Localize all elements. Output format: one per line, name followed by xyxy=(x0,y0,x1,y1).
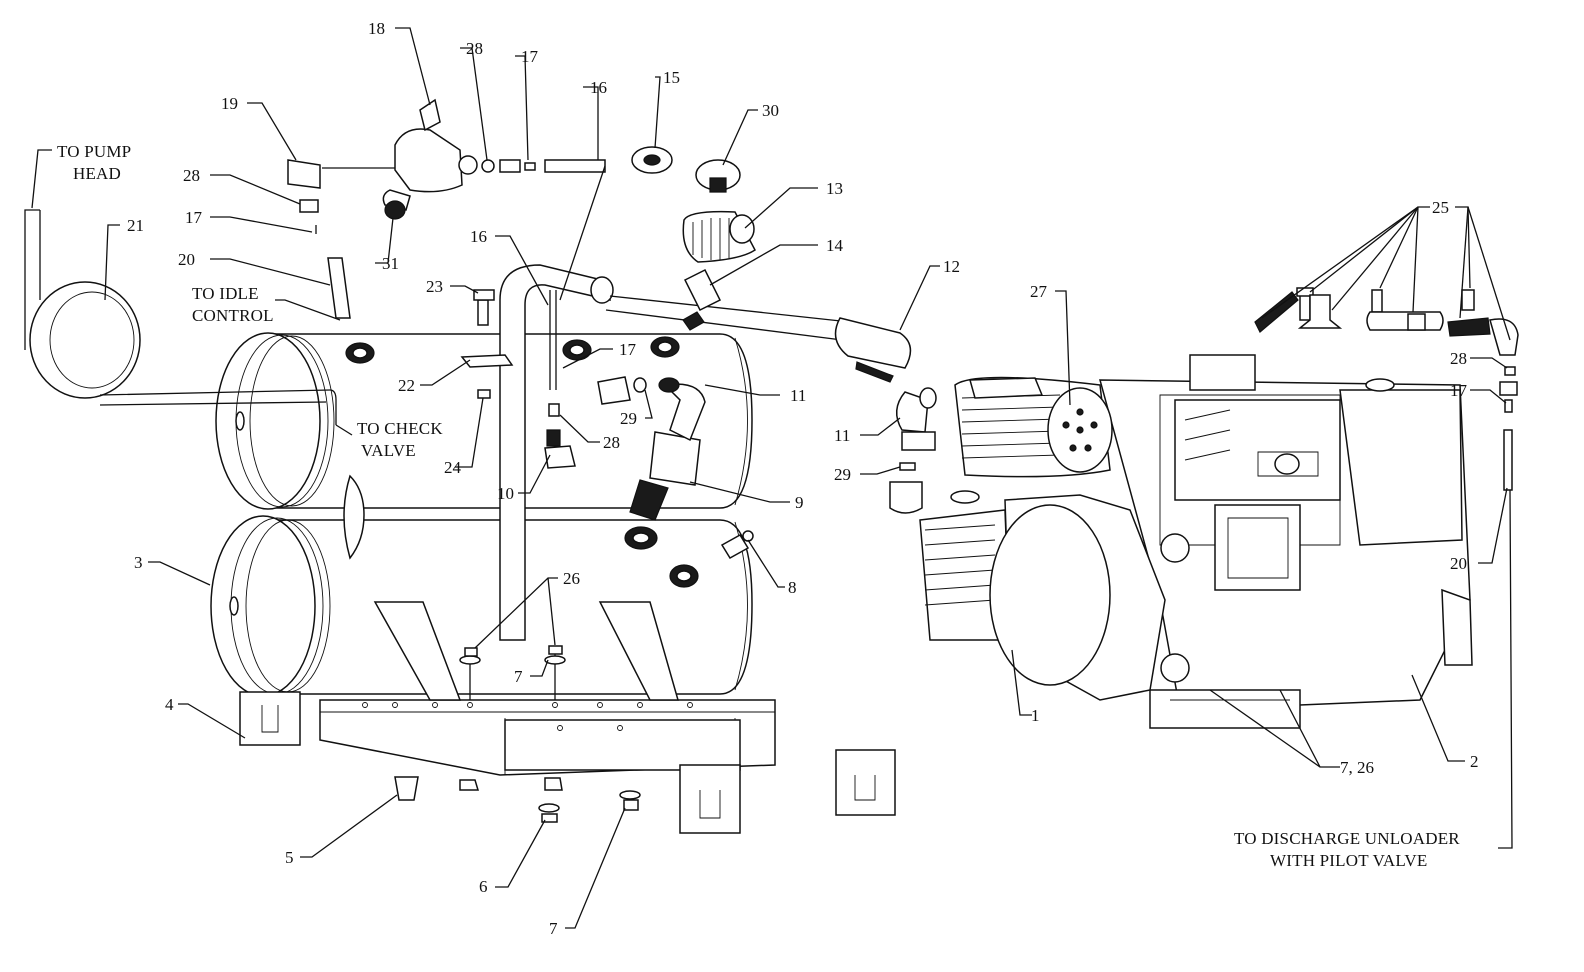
callout-8: 8 xyxy=(788,578,797,597)
label-to-discharge-line2: WITH PILOT VALVE xyxy=(1270,851,1427,870)
callout-numbers: 1 2 3 4 5 6 7 7 7, 26 8 9 10 11 11 12 13… xyxy=(127,19,1479,938)
callout-5: 5 xyxy=(285,848,294,867)
callout-1: 1 xyxy=(1031,706,1040,725)
callout-18: 18 xyxy=(368,19,385,38)
callout-28-right: 28 xyxy=(1450,349,1467,368)
callout-20-right: 20 xyxy=(1450,554,1467,573)
tank-assembly xyxy=(24,98,912,834)
callout-3: 3 xyxy=(134,553,143,572)
callout-17-right: 17 xyxy=(1450,381,1468,400)
callout-22: 22 xyxy=(398,376,415,395)
callout-28-mid: 28 xyxy=(603,433,620,452)
callout-2: 2 xyxy=(1470,752,1479,771)
callout-7-tank: 7 xyxy=(514,667,523,686)
leader-lines xyxy=(31,27,1513,929)
callout-11-pump: 11 xyxy=(834,426,850,445)
callout-13: 13 xyxy=(826,179,843,198)
callout-10: 10 xyxy=(497,484,514,503)
callout-17-left: 17 xyxy=(185,208,203,227)
callout-19: 19 xyxy=(221,94,238,113)
callout-4: 4 xyxy=(165,695,174,714)
callout-7-26-engine: 7, 26 xyxy=(1340,758,1374,777)
label-to-pump-head-line2: HEAD xyxy=(73,164,121,183)
callout-12: 12 xyxy=(943,257,960,276)
callout-16-top: 16 xyxy=(590,78,607,97)
callout-14: 14 xyxy=(826,236,844,255)
label-to-pump-head-line1: TO PUMP xyxy=(57,142,131,161)
callout-24: 24 xyxy=(444,458,462,477)
callout-17-top: 17 xyxy=(521,47,539,66)
callout-6: 6 xyxy=(479,877,488,896)
routing-labels: TO PUMP HEAD TO IDLE CONTROL TO CHECK VA… xyxy=(57,142,1460,870)
callout-26-tank: 26 xyxy=(563,569,580,588)
pump-and-engine xyxy=(889,287,1519,729)
callout-17-mid: 17 xyxy=(619,340,637,359)
callout-23: 23 xyxy=(426,277,443,296)
callout-28-left: 28 xyxy=(183,166,200,185)
callout-15: 15 xyxy=(663,68,680,87)
callout-16-mid: 16 xyxy=(470,227,487,246)
label-to-discharge-line1: TO DISCHARGE UNLOADER xyxy=(1234,829,1460,848)
label-to-idle-control-line1: TO IDLE xyxy=(192,284,259,303)
callout-28-top: 28 xyxy=(466,39,483,58)
callout-29-tank: 29 xyxy=(620,409,637,428)
label-to-idle-control-line2: CONTROL xyxy=(192,306,274,325)
callout-29-pump: 29 xyxy=(834,465,851,484)
callout-25: 25 xyxy=(1432,198,1449,217)
callout-11-tank: 11 xyxy=(790,386,806,405)
callout-7-bottom: 7 xyxy=(549,919,558,938)
callout-27: 27 xyxy=(1030,282,1048,301)
label-to-check-valve-line1: TO CHECK xyxy=(357,419,443,438)
callout-31: 31 xyxy=(382,254,399,273)
callout-21: 21 xyxy=(127,216,144,235)
label-to-check-valve-line2: VALVE xyxy=(361,441,416,460)
callout-9: 9 xyxy=(795,493,804,512)
callout-30: 30 xyxy=(762,101,779,120)
callout-20-left: 20 xyxy=(178,250,195,269)
